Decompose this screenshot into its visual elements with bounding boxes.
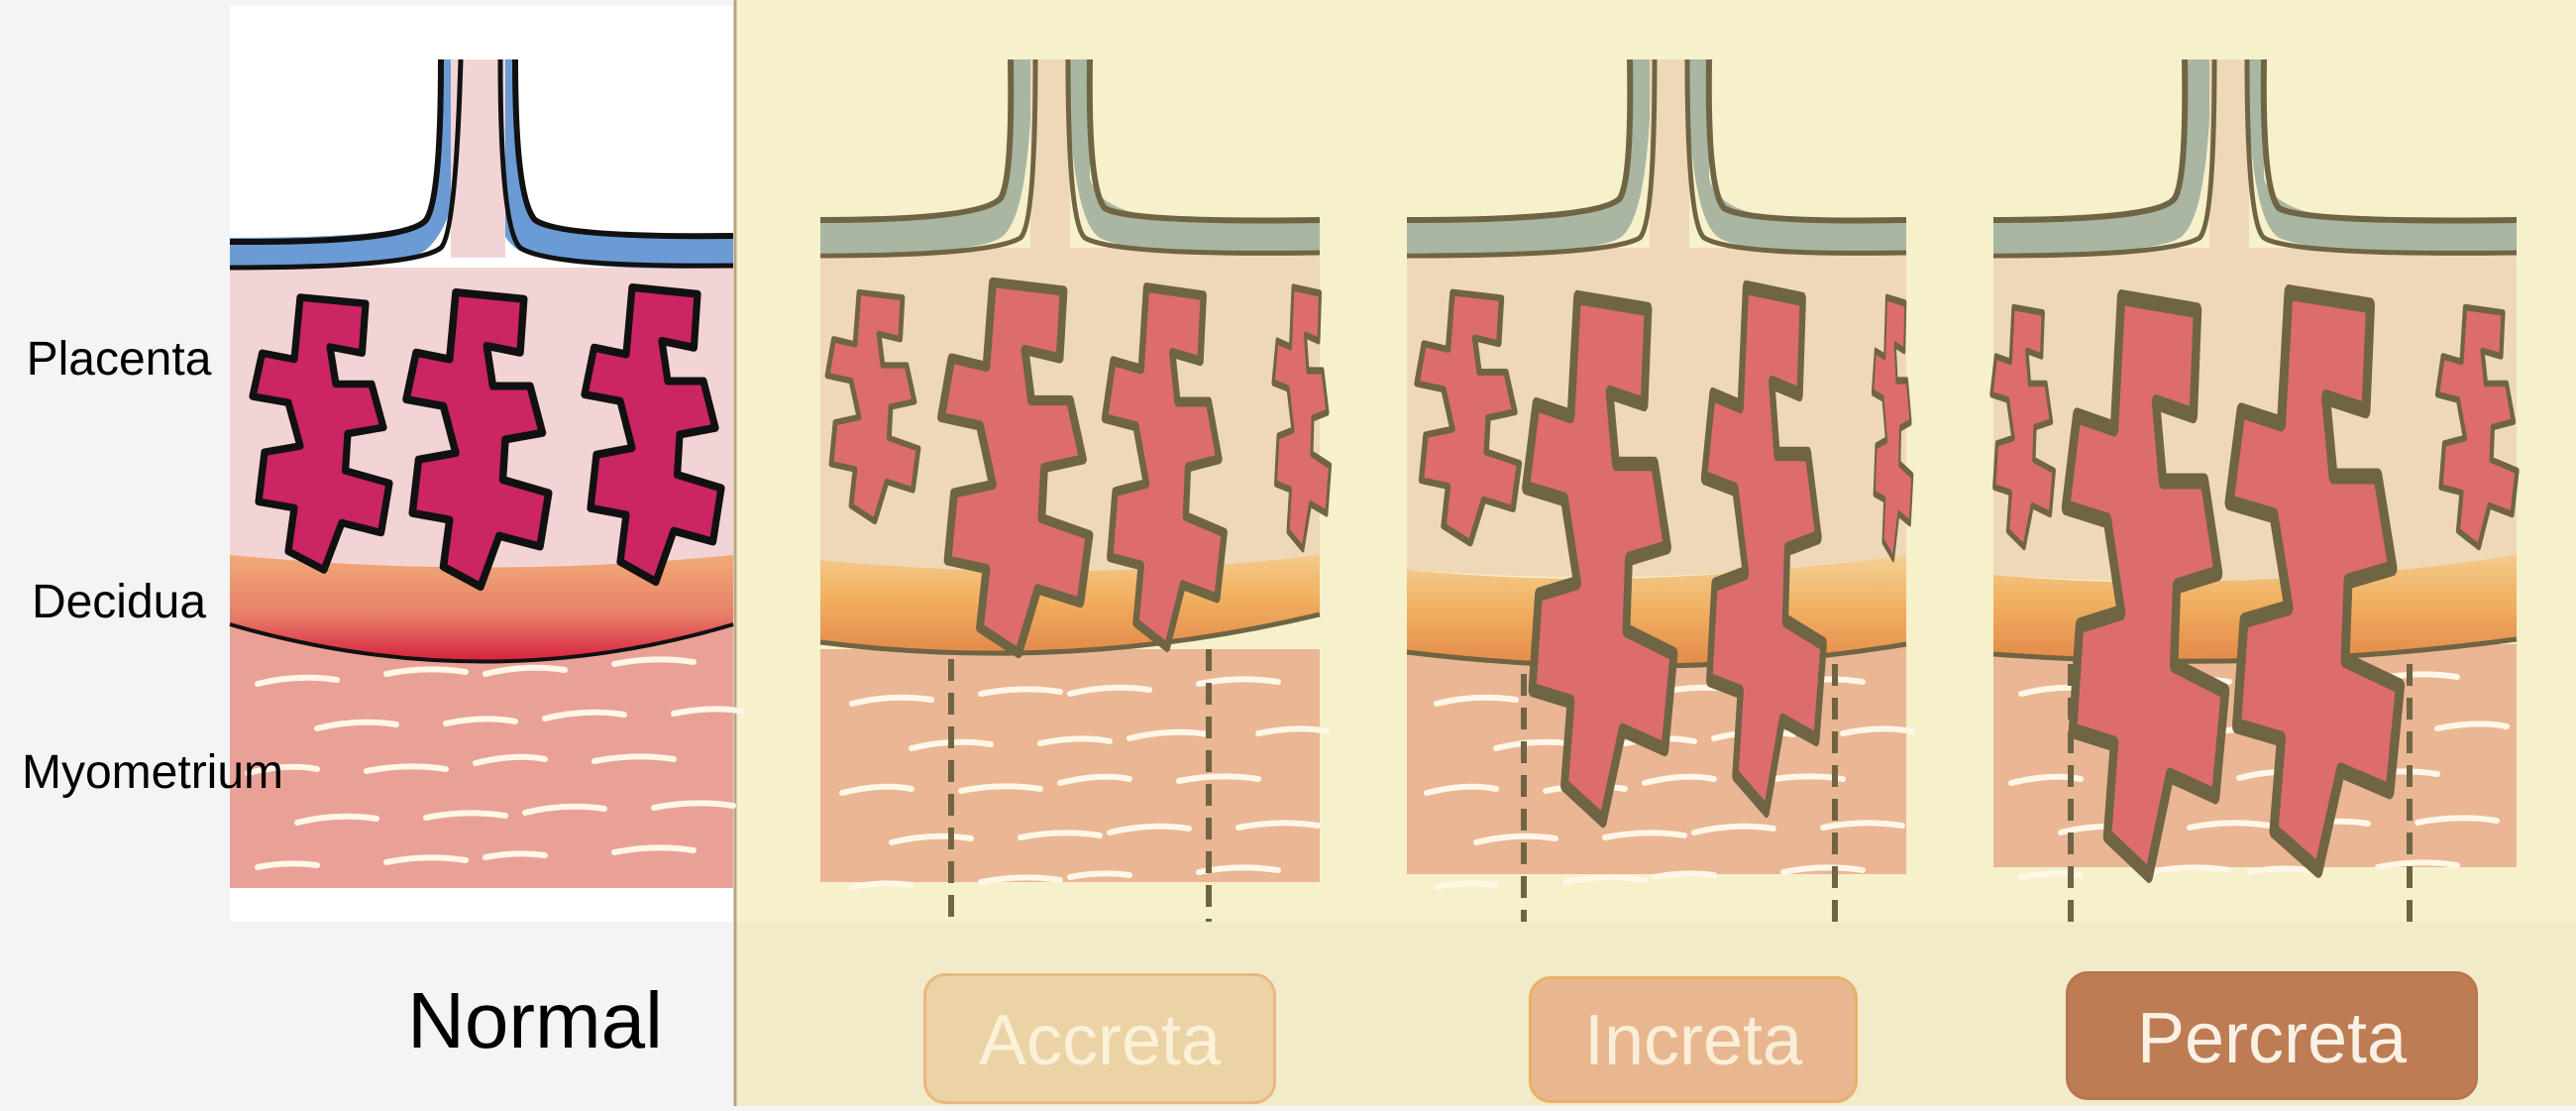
- increta-panel: [1407, 50, 1912, 922]
- accreta-myometrium: [820, 649, 1320, 882]
- label-decidua: Decidua: [0, 575, 238, 629]
- normal-villi: [253, 287, 721, 587]
- percreta-panel: [1991, 50, 2518, 922]
- panel-title-normal: Normal: [396, 975, 674, 1066]
- label-myometrium: Myometrium: [22, 745, 359, 800]
- label-placenta: Placenta: [0, 332, 238, 387]
- accreta-panel: [820, 50, 1331, 922]
- panel-title-percreta: Percreta: [2066, 971, 2478, 1100]
- panel-title-accreta: Accreta: [923, 973, 1276, 1104]
- panel-title-increta: Increta: [1529, 976, 1858, 1103]
